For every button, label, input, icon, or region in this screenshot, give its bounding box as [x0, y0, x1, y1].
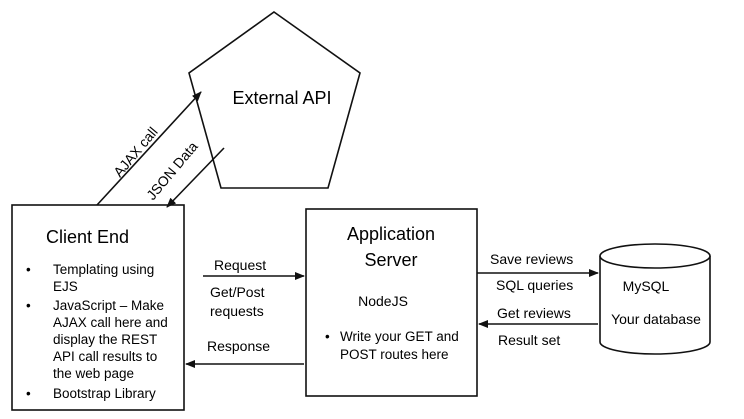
external-api-label: External API	[232, 88, 331, 108]
get-reviews-label: Get reviews	[497, 305, 571, 321]
client-bullet-text: EJS	[53, 279, 78, 294]
client-bullet-text: JavaScript – Make	[53, 298, 164, 313]
client-bullet-marker: •	[26, 386, 31, 401]
client-bullet-marker: •	[26, 262, 31, 277]
ajax-call-arrow	[96, 91, 202, 206]
server-bullet-marker: •	[325, 329, 330, 344]
requests-label: requests	[210, 303, 264, 319]
database-subtitle: Your database	[611, 311, 701, 327]
client-bullet-text: Bootstrap Library	[53, 386, 156, 401]
client-bullet-marker: •	[26, 298, 31, 313]
ajax-call-label: AJAX call	[110, 124, 161, 180]
server-title-line2: Server	[364, 250, 417, 270]
client-bullet-text: display the REST	[53, 332, 157, 347]
json-data-arrow	[166, 147, 225, 208]
application-server-box	[305, 208, 478, 397]
database-cylinder	[599, 243, 711, 355]
result-set-label: Result set	[498, 332, 560, 348]
save-reviews-label: Save reviews	[490, 251, 573, 267]
database-name: MySQL	[623, 278, 670, 294]
request-label: Request	[214, 257, 266, 273]
server-title-line1: Application	[347, 224, 435, 244]
external-api-shape	[188, 11, 361, 189]
sql-queries-label: SQL queries	[496, 277, 573, 293]
server-subtitle: NodeJS	[358, 293, 408, 309]
server-bullet-text: POST routes here	[340, 347, 449, 362]
client-bullet-text: the web page	[53, 366, 134, 381]
json-data-label: JSON Data	[143, 138, 201, 203]
client-end-title: Client End	[46, 227, 129, 247]
client-end-box	[11, 204, 185, 411]
client-bullet-text: Templating using	[53, 262, 154, 277]
response-label: Response	[207, 338, 270, 354]
server-bullet-text: Write your GET and	[340, 329, 459, 344]
client-bullet-text: AJAX call here and	[53, 315, 168, 330]
client-bullet-text: API call results to	[53, 349, 157, 364]
client-bullet-list: • Templating using EJS • JavaScript – Ma…	[26, 262, 168, 401]
get-post-label: Get/Post	[210, 284, 265, 300]
